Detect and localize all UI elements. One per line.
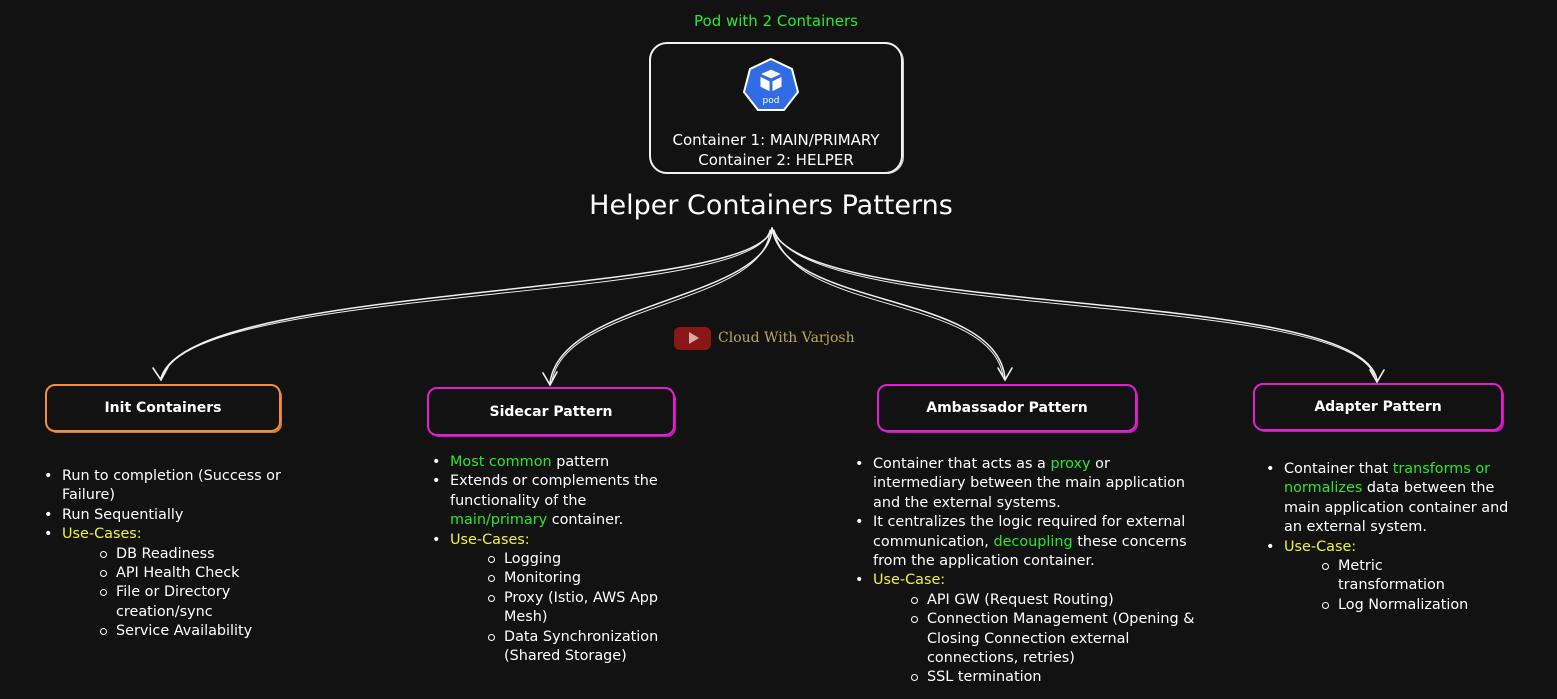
arrow-to-ambassador: [771, 227, 1006, 379]
sidecar-highlight-most-common: Most common: [450, 454, 552, 470]
ambassador-heading: Ambassador Pattern: [926, 400, 1088, 416]
arrow-to-adapter: [771, 227, 1378, 381]
init-usecase-item: File or Directory creation/sync: [94, 583, 290, 622]
pod-container-2: Container 2: HELPER: [698, 151, 854, 169]
adapter-usecase-item: Metric transformation: [1316, 557, 1476, 596]
ambassador-usecases: Use-Case: API GW (Request Routing) Conne…: [851, 571, 1203, 687]
sidecar-usecases: Use-Cases: Logging Monitoring Proxy (Ist…: [428, 531, 678, 667]
sidecar-highlight-main-primary: main/primary: [450, 512, 548, 529]
pod-icon-label: pod: [763, 96, 780, 106]
arrow-to-init: [160, 227, 773, 379]
sidecar-usecase-item: Data Synchronization (Shared Storage): [482, 628, 678, 667]
ambassador-list: Container that acts as a proxy or interm…: [851, 455, 1203, 688]
ambassador-usecase-item: SSL termination: [905, 668, 1203, 687]
ambassador-usecases-label: Use-Case:: [873, 572, 946, 589]
adapter-heading-box: Adapter Pattern: [1253, 383, 1503, 431]
adapter-highlight-transforms: transforms or normalizes: [1284, 461, 1491, 497]
pod-container-1: Container 1: MAIN/PRIMARY: [672, 131, 880, 149]
ambassador-highlight-decoupling: decoupling: [993, 533, 1073, 550]
ambassador-bullet-2: It centralizes the logic required for ex…: [851, 513, 1203, 571]
youtube-icon: [674, 326, 711, 350]
init-usecase-item: DB Readiness: [94, 545, 290, 564]
watermark: Cloud With Varjosh: [674, 326, 855, 350]
ambassador-usecase-item: Connection Management (Opening & Closing…: [905, 610, 1203, 668]
adapter-heading: Adapter Pattern: [1314, 399, 1442, 415]
pod-caption: Pod with 2 Containers: [694, 12, 858, 30]
ambassador-usecase-item: API GW (Request Routing): [905, 591, 1203, 610]
sidecar-bullet-1: Most common pattern: [428, 453, 678, 473]
ambassador-highlight-proxy: proxy: [1050, 456, 1091, 472]
init-usecases: Use-Cases: DB Readiness API Health Check…: [40, 525, 290, 641]
arrowhead-init: [152, 366, 169, 382]
watermark-text: Cloud With Varjosh: [718, 330, 855, 346]
init-bullet-1: Run to completion (Success or Failure): [40, 467, 290, 506]
pod-box: [649, 42, 903, 174]
sidecar-usecases-label: Use-Cases:: [450, 531, 530, 548]
init-usecase-item: Service Availability: [94, 622, 290, 641]
sidecar-list: Most common pattern Extends or complemen…: [428, 453, 678, 666]
arrowhead-adapter: [1369, 369, 1385, 384]
adapter-bullet-1: Container that transforms or normalizes …: [1262, 460, 1512, 538]
init-usecases-label: Use-Cases:: [62, 526, 142, 543]
init-containers-heading-box: Init Containers: [45, 384, 281, 432]
main-title: Helper Containers Patterns: [589, 190, 953, 221]
adapter-usecases: Use-Case: Metric transformation Log Norm…: [1262, 538, 1512, 616]
sidecar-heading: Sidecar Pattern: [489, 403, 613, 420]
init-usecase-item: API Health Check: [94, 564, 290, 583]
ambassador-bullet-1: Container that acts as a proxy or interm…: [851, 455, 1203, 513]
adapter-usecase-item: Log Normalization: [1316, 596, 1476, 615]
ambassador-heading-box: Ambassador Pattern: [877, 384, 1137, 432]
sidecar-usecase-item: Logging: [482, 550, 678, 569]
init-containers-heading: Init Containers: [104, 400, 222, 416]
arrowhead-sidecar: [542, 371, 558, 387]
sidecar-usecase-item: Proxy (Istio, AWS App Mesh): [482, 589, 678, 628]
adapter-usecases-label: Use-Case:: [1284, 538, 1357, 555]
init-containers-list: Run to completion (Success or Failure) R…: [40, 467, 290, 642]
kubernetes-pod-icon: pod: [742, 57, 800, 111]
init-bullet-2: Run Sequentially: [40, 506, 290, 526]
arrowhead-ambassador: [997, 367, 1013, 382]
sidecar-usecase-item: Monitoring: [482, 569, 678, 588]
sidecar-bullet-2: Extends or complements the functionality…: [428, 472, 678, 530]
adapter-list: Container that transforms or normalizes …: [1262, 460, 1512, 615]
sidecar-heading-box: Sidecar Pattern: [427, 387, 675, 436]
